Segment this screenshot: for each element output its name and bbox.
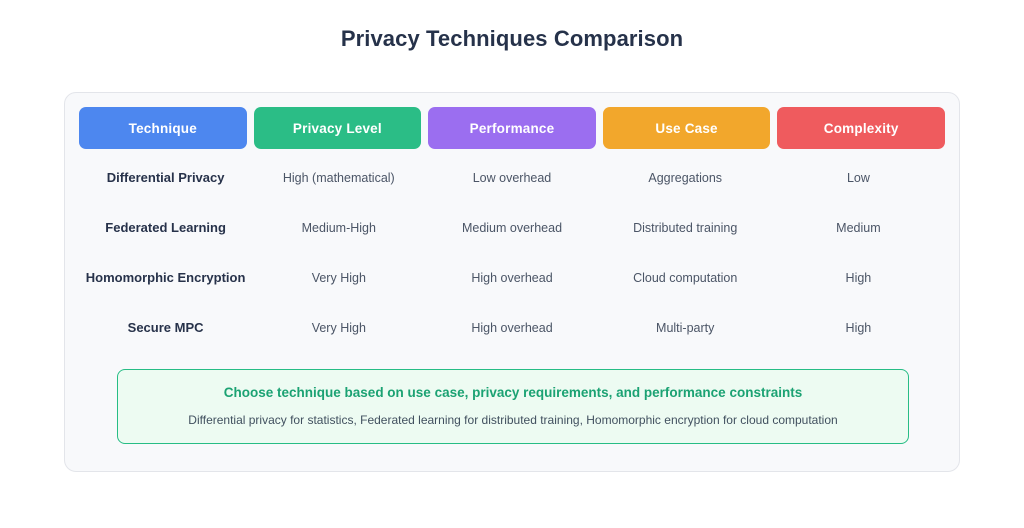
column-header-label: Complexity: [823, 120, 899, 136]
column-header-label: Technique: [128, 120, 197, 136]
column-header-label: Performance: [469, 120, 555, 136]
table-row[interactable]: Homomorphic Encryption Very High High ov…: [79, 253, 945, 303]
cell-use-case: Aggregations: [648, 170, 723, 185]
cell-privacy-level: Very High: [311, 320, 366, 335]
cell-performance: Low overhead: [472, 170, 552, 185]
column-header-performance[interactable]: Performance: [428, 107, 596, 149]
table-body: Differential Privacy High (mathematical)…: [79, 153, 945, 353]
column-header-use-case[interactable]: Use Case: [602, 107, 771, 149]
cell-complexity: High: [845, 270, 872, 285]
column-header-technique[interactable]: Technique: [79, 107, 247, 149]
table-header-row: Technique Privacy Level Performance Use …: [79, 107, 945, 149]
column-header-privacy-level[interactable]: Privacy Level: [253, 107, 422, 149]
table-row[interactable]: Federated Learning Medium-High Medium ov…: [79, 203, 945, 253]
cell-privacy-level: Very High: [311, 270, 366, 285]
table-row[interactable]: Differential Privacy High (mathematical)…: [79, 153, 945, 203]
recommendation-subtitle: Differential privacy for statistics, Fed…: [188, 412, 838, 427]
recommendation-callout: Choose technique based on use case, priv…: [117, 369, 909, 445]
column-header-label: Use Case: [655, 120, 718, 136]
cell-privacy-level: High (mathematical): [282, 170, 395, 185]
cell-performance: Medium overhead: [461, 220, 563, 235]
cell-technique: Homomorphic Encryption: [85, 269, 246, 285]
column-header-complexity[interactable]: Complexity: [777, 107, 945, 149]
comparison-card: Technique Privacy Level Performance Use …: [64, 92, 960, 472]
cell-technique: Secure MPC: [127, 319, 204, 335]
cell-performance: High overhead: [471, 320, 553, 335]
cell-technique: Differential Privacy: [106, 169, 225, 185]
cell-use-case: Multi-party: [656, 320, 715, 335]
cell-complexity: High: [845, 320, 872, 335]
cell-complexity: Low: [846, 170, 870, 185]
recommendation-title: Choose technique based on use case, priv…: [223, 385, 803, 400]
table-row[interactable]: Secure MPC Very High High overhead Multi…: [79, 303, 945, 353]
cell-complexity: Medium: [836, 220, 881, 235]
cell-privacy-level: Medium-High: [301, 220, 376, 235]
cell-use-case: Cloud computation: [633, 270, 738, 285]
cell-performance: High overhead: [471, 270, 553, 285]
column-header-label: Privacy Level: [292, 120, 382, 136]
cell-use-case: Distributed training: [633, 220, 738, 235]
cell-technique: Federated Learning: [105, 219, 226, 235]
page-title: Privacy Techniques Comparison: [340, 26, 684, 51]
